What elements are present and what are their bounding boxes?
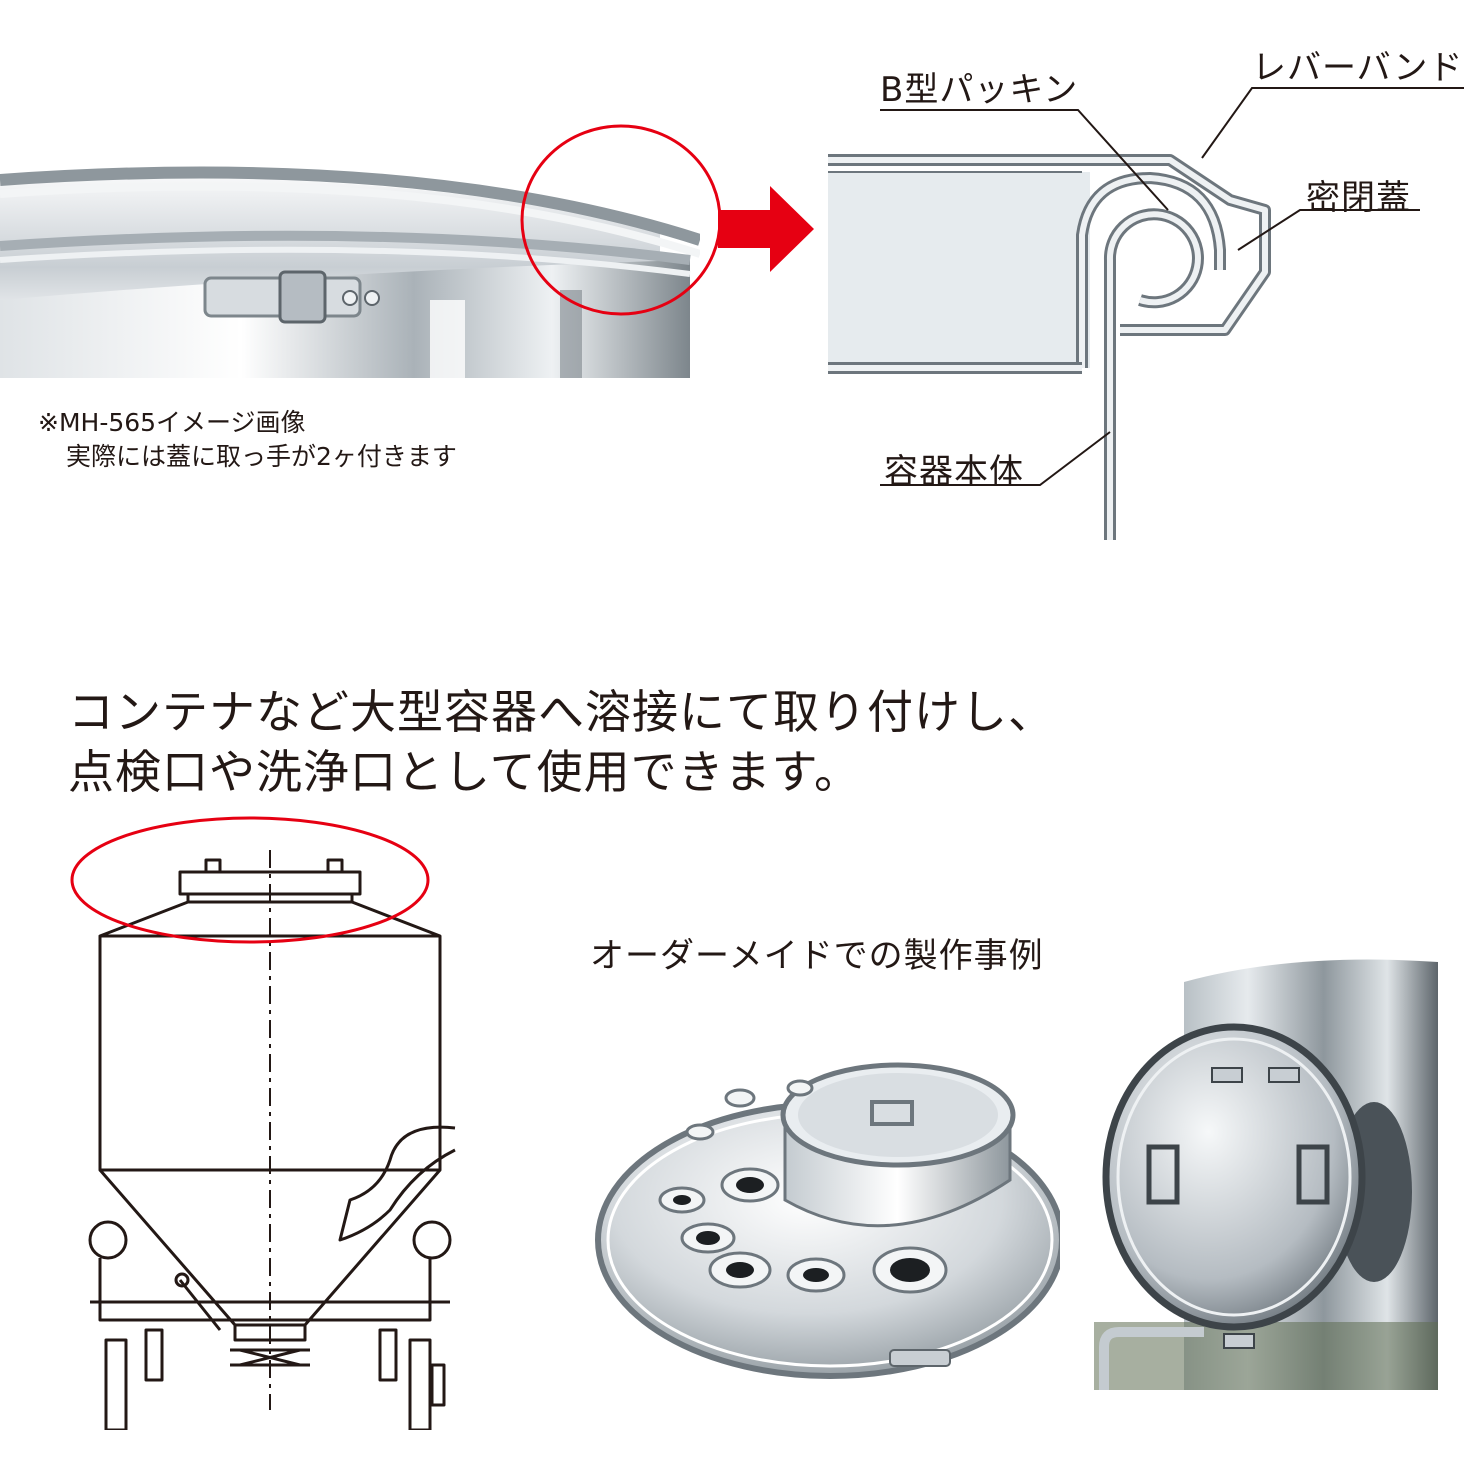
custom-lid-photo [595, 1062, 1060, 1379]
label-lid: 密閉蓋 [1306, 178, 1411, 218]
seal-cross-section-diagram [828, 87, 1464, 540]
tank-line-drawing [70, 816, 456, 1430]
label-body: 容器本体 [884, 452, 1024, 492]
arrow-right-icon [718, 186, 814, 272]
note-line-2: 実際には蓋に取っ手が2ヶ付きます [66, 442, 457, 471]
headline-line-2: 点検口や洗浄口として使用できます。 [68, 745, 862, 799]
custom-examples-caption: オーダーメイドでの製作事例 [590, 936, 1044, 976]
label-lever-band: レバーバンド [1252, 48, 1464, 88]
container-rim-photo [0, 166, 700, 378]
label-gasket: B型パッキン [880, 70, 1079, 110]
usage-headline: コンテナなど大型容器へ溶接にて取り付けし、 点検口や洗浄口として使用できます。 [68, 682, 1055, 802]
vessel-manhole-photo [1094, 959, 1438, 1390]
rim-highlight-circle [520, 124, 722, 316]
headline-line-1: コンテナなど大型容器へ溶接にて取り付けし、 [68, 685, 1055, 739]
note-line-1: ※MH-565イメージ画像 [38, 408, 306, 437]
image-note: ※MH-565イメージ画像 実際には蓋に取っ手が2ヶ付きます [38, 406, 457, 474]
